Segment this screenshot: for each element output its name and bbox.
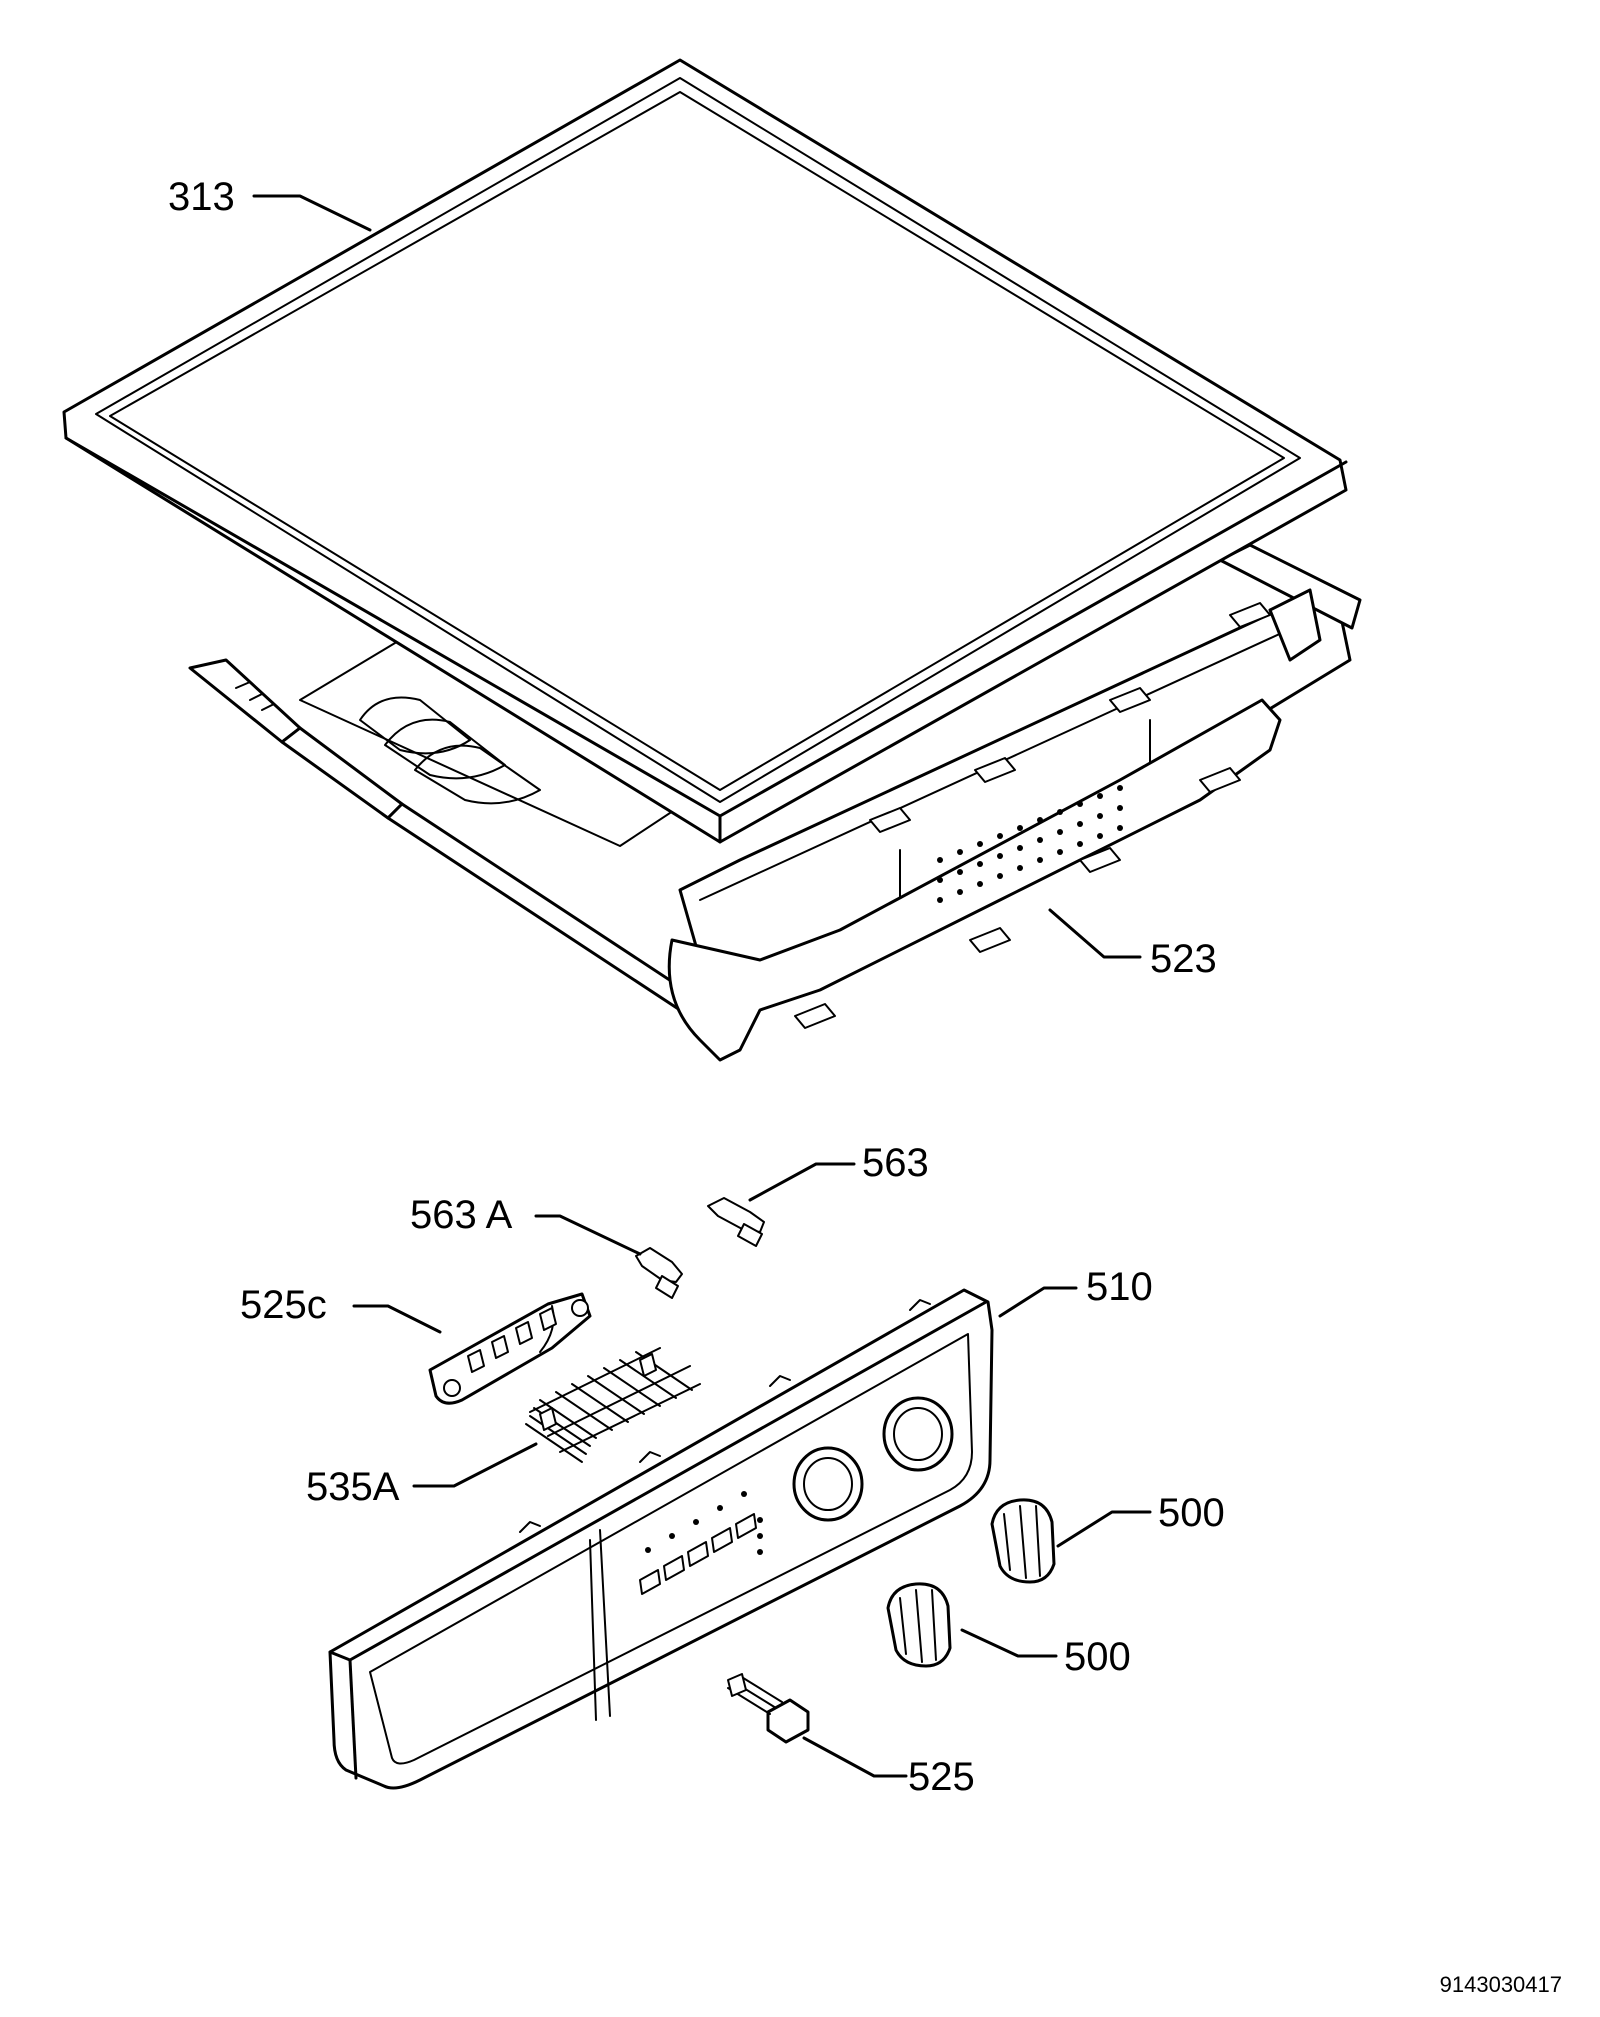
- label-313: 313: [168, 175, 235, 219]
- leader-lines: [252, 194, 1152, 1778]
- control-panel-510: [328, 1288, 994, 1790]
- pin-563a: [635, 1247, 683, 1299]
- label-563: 563: [862, 1141, 929, 1185]
- mounting-slots: [794, 602, 1271, 1029]
- label-500-lower: 500: [1064, 1635, 1131, 1679]
- knob-500-lower: [886, 1582, 952, 1668]
- light-pipes-535a: [525, 1347, 701, 1463]
- label-500-upper: 500: [1158, 1491, 1225, 1535]
- pin-563: [707, 1197, 765, 1247]
- label-525c: 525c: [240, 1283, 327, 1327]
- switch-bracket-525c: [428, 1292, 592, 1405]
- vent-holes: [937, 785, 1123, 903]
- label-510: 510: [1086, 1265, 1153, 1309]
- label-525: 525: [908, 1755, 975, 1799]
- drawing-number: 9143030417: [1440, 1972, 1562, 1997]
- worktop-313: [62, 58, 1348, 844]
- label-535a: 535A: [306, 1465, 400, 1509]
- label-523: 523: [1150, 937, 1217, 981]
- frame-support-523: [188, 543, 1362, 1062]
- switch-525: [727, 1673, 810, 1744]
- knob-500-upper: [990, 1498, 1056, 1584]
- label-563a: 563 A: [410, 1193, 513, 1237]
